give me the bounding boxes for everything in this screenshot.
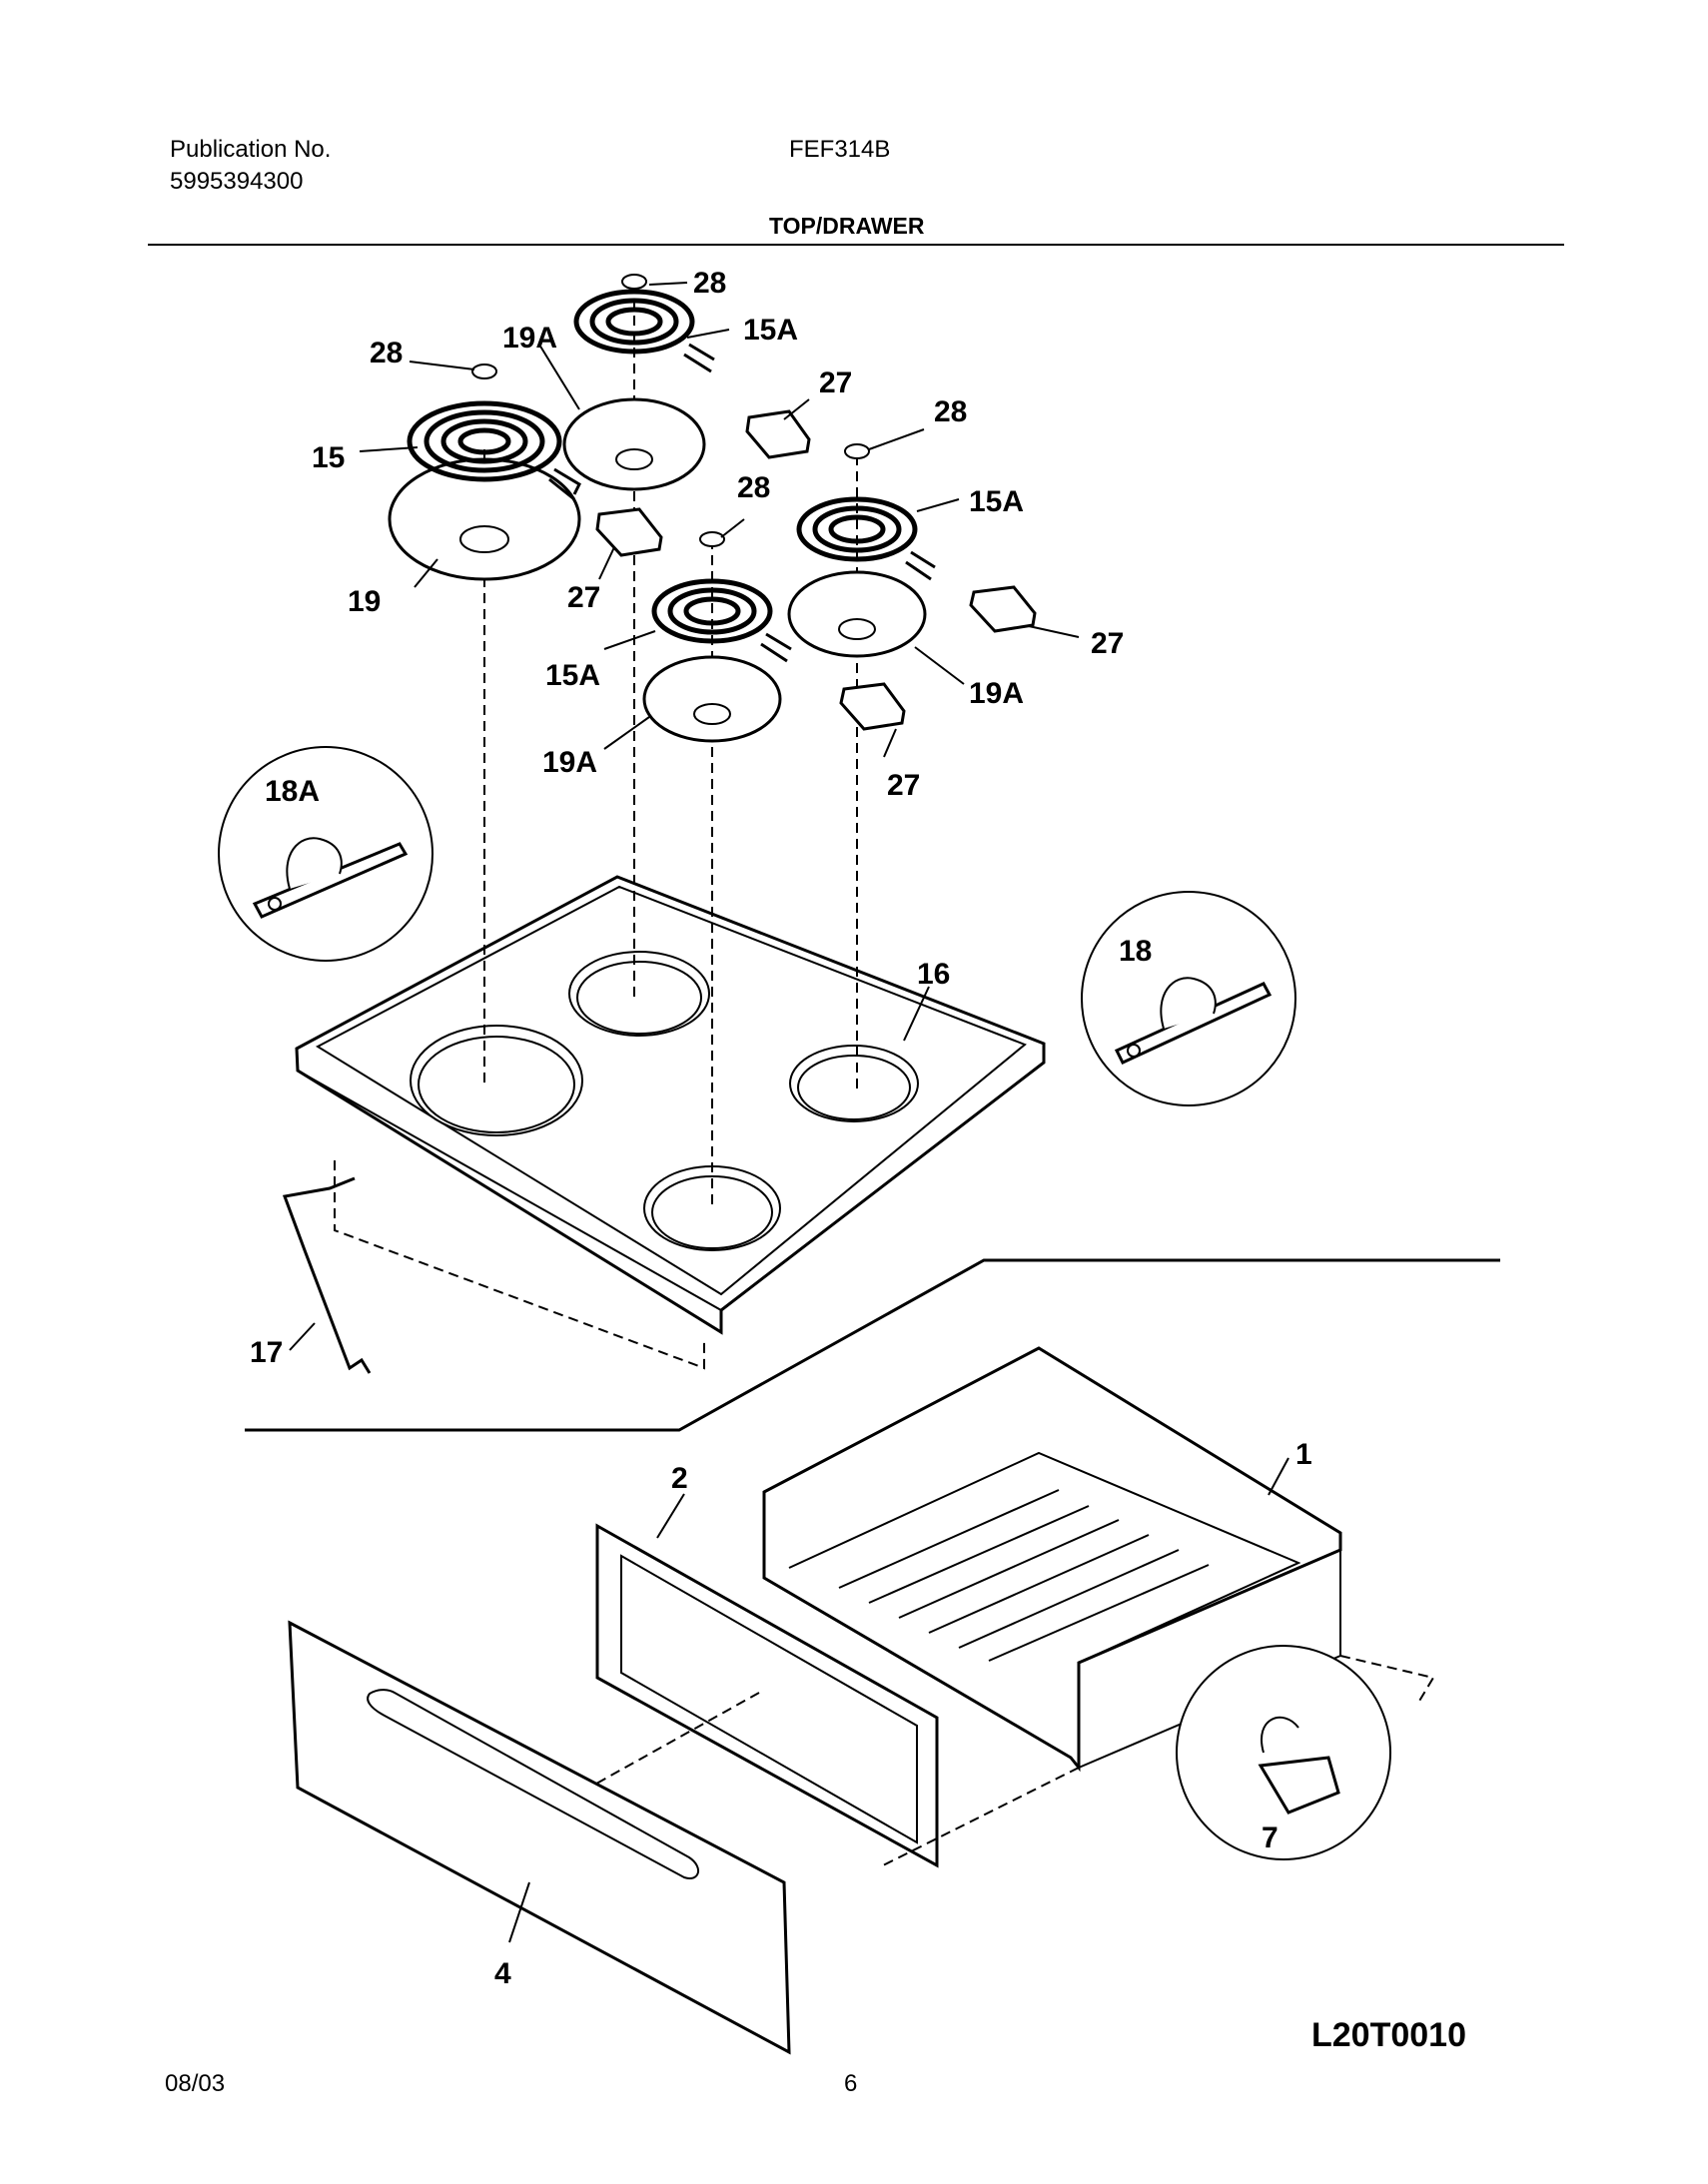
callout-15a-middle: 15A bbox=[545, 659, 600, 692]
receptacle-27-left bbox=[595, 507, 663, 557]
receptacle-27-middle bbox=[839, 682, 906, 731]
drip-bowl-19a-right bbox=[787, 570, 927, 658]
drawer-panel-part-4 bbox=[288, 1620, 791, 2055]
cap-28-left bbox=[471, 364, 497, 379]
callout-28-top: 28 bbox=[693, 267, 726, 300]
drip-bowl-19a-top bbox=[562, 397, 706, 491]
surface-element-15a-right bbox=[796, 496, 936, 581]
callout-15a-top: 15A bbox=[743, 314, 798, 347]
drip-bowl-19a-middle bbox=[642, 655, 782, 743]
callout-18: 18 bbox=[1119, 935, 1152, 968]
callout-2: 2 bbox=[671, 1462, 688, 1495]
detail-circle-7 bbox=[1176, 1645, 1391, 1860]
callout-15a-right: 15A bbox=[969, 485, 1024, 518]
callout-4: 4 bbox=[494, 1957, 511, 1990]
callout-27-right: 27 bbox=[1091, 627, 1124, 660]
cap-28-right bbox=[844, 443, 870, 459]
header-rule bbox=[148, 244, 1564, 246]
page-number: 6 bbox=[844, 2070, 858, 2097]
section-title: TOP/DRAWER bbox=[769, 213, 925, 239]
callout-16: 16 bbox=[917, 958, 950, 991]
cap-28-top bbox=[621, 274, 647, 290]
receptacle-27-top bbox=[745, 409, 811, 459]
callout-19a-top: 19A bbox=[502, 322, 557, 355]
section-divider bbox=[245, 1258, 1500, 1432]
publication-number: 5995394300 bbox=[170, 168, 304, 195]
callout-7: 7 bbox=[1262, 1821, 1279, 1854]
receptacle-27-right bbox=[969, 585, 1037, 633]
leader-lines bbox=[289, 282, 1289, 1943]
surface-element-15a-top bbox=[573, 289, 715, 373]
callout-15: 15 bbox=[312, 441, 345, 474]
model-number: FEF314B bbox=[789, 136, 891, 163]
callout-28-middle: 28 bbox=[737, 471, 770, 504]
callout-19a-middle: 19A bbox=[542, 746, 597, 779]
detail-circle-18a bbox=[218, 746, 433, 962]
callout-17: 17 bbox=[250, 1336, 283, 1369]
callout-27-left: 27 bbox=[567, 581, 600, 614]
callout-1: 1 bbox=[1295, 1438, 1312, 1471]
callout-27-top: 27 bbox=[819, 366, 852, 399]
cooktop-part-16 bbox=[295, 875, 1046, 1335]
publication-label: Publication No. bbox=[170, 136, 332, 163]
callout-28-right: 28 bbox=[934, 395, 967, 428]
surface-element-15 bbox=[407, 400, 581, 501]
drawer-frame-part-2 bbox=[595, 1523, 939, 1868]
callout-28-left: 28 bbox=[370, 337, 403, 369]
wire-part-17 bbox=[282, 1176, 372, 1374]
cap-28-middle bbox=[699, 531, 725, 547]
callout-27-middle: 27 bbox=[887, 769, 920, 802]
callout-19: 19 bbox=[348, 585, 381, 618]
surface-element-15a-middle bbox=[651, 578, 792, 663]
figure-code: L20T0010 bbox=[1311, 2016, 1466, 2054]
callout-18a: 18A bbox=[265, 775, 320, 808]
detail-circle-18 bbox=[1081, 891, 1296, 1106]
footer-date: 08/03 bbox=[165, 2070, 226, 2097]
callout-19a-right: 19A bbox=[969, 677, 1024, 710]
drawer-part-1 bbox=[762, 1346, 1342, 1773]
